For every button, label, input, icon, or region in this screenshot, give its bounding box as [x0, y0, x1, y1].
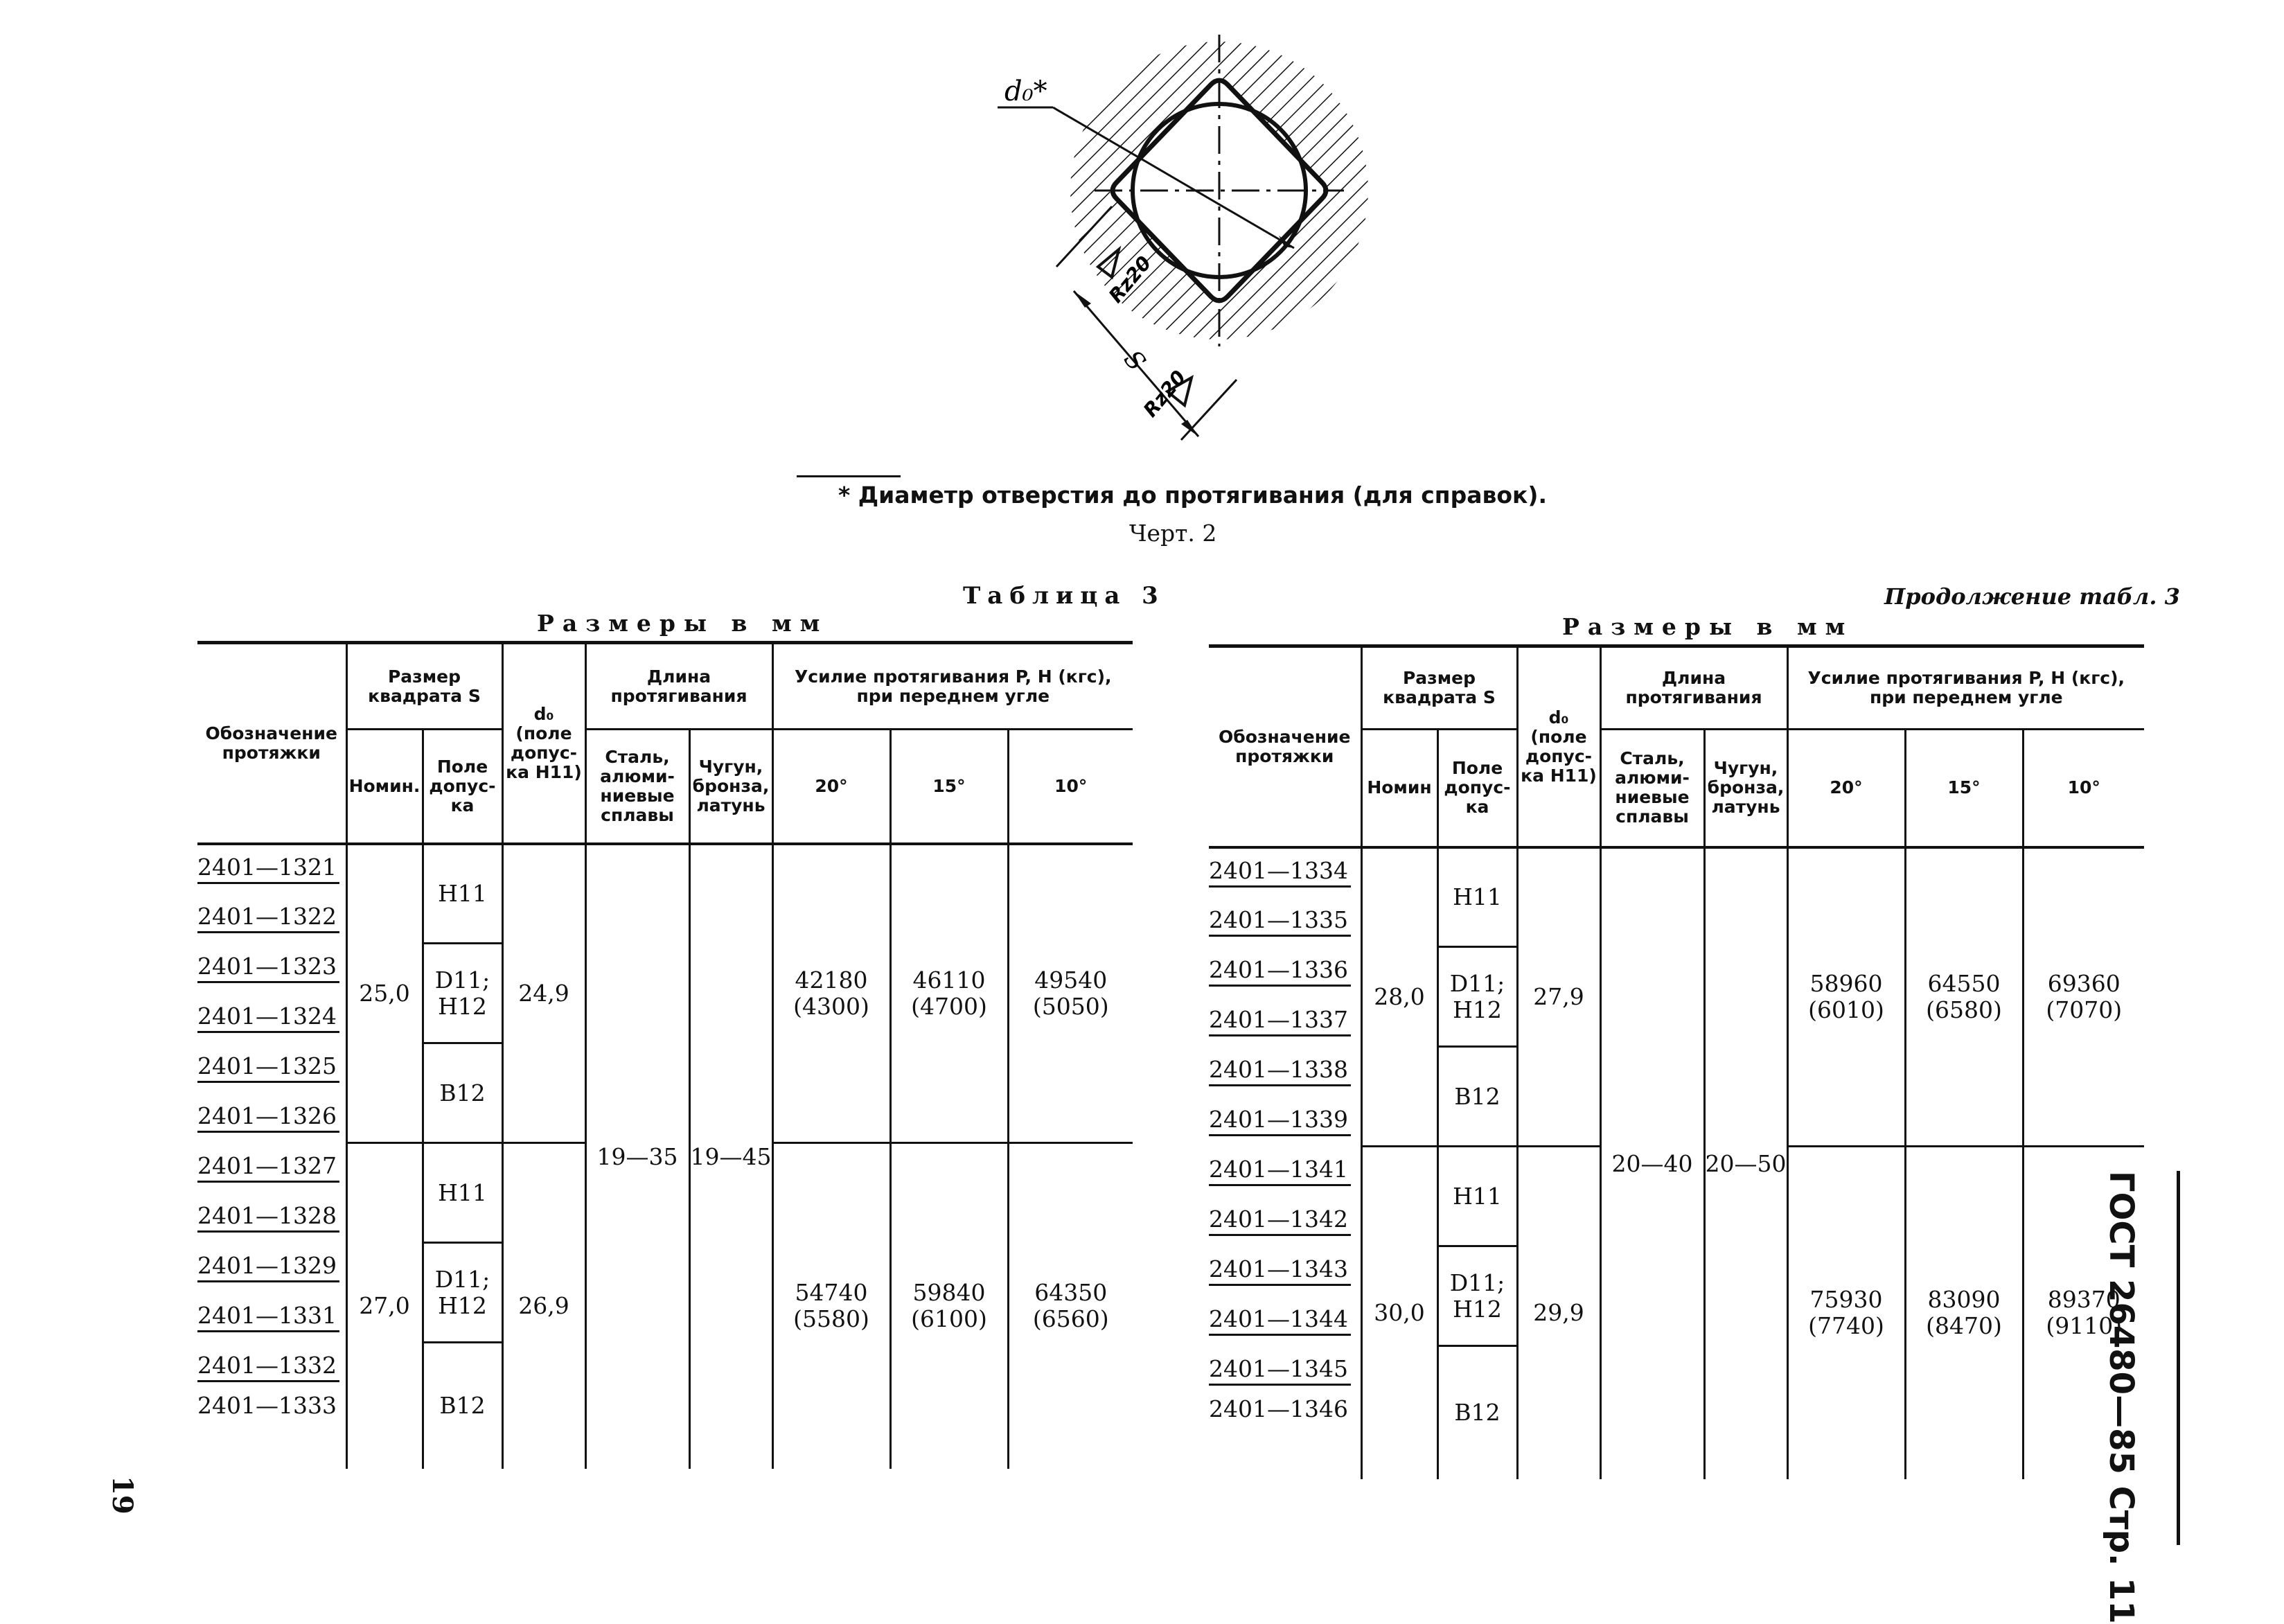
footnote-rule	[797, 475, 901, 477]
table-3-right: Обозначение протяжки Размер квадрата S d…	[1209, 644, 2145, 1479]
header-iron: Чугун, бронза, латунь	[688, 728, 772, 844]
force-20-cell: 58960(6010)	[1786, 845, 1905, 1147]
tolerance-cell: D11; H12	[421, 942, 502, 1043]
continuation-label: Продолжение табл. 3	[1884, 583, 2180, 610]
standard-header-rule	[2177, 1171, 2180, 1545]
header-angle-15: 15°	[889, 728, 1008, 844]
table-row: 2401—1322	[197, 894, 346, 944]
force-10-cell: 49540(5050)	[1007, 842, 1133, 1143]
header-iron: Чугун, бронза, латунь	[1703, 728, 1787, 847]
tolerance-cell: H11	[421, 1142, 502, 1243]
header-force: Усилие протягивания P, Н (кгс), при пере…	[771, 641, 1133, 730]
d0-label: d₀*	[1004, 76, 1047, 107]
header-designation: Обозначение протяжки	[197, 641, 346, 844]
table-row: 2401—1341	[1209, 1147, 1361, 1197]
length-steel-cell: 19—35	[584, 842, 689, 1469]
footnote: * Диаметр отверстия до протягивания (для…	[838, 482, 1548, 509]
d0-cell: 29,9	[1516, 1145, 1600, 1479]
tolerance-cell: D11; H12	[421, 1242, 502, 1343]
force-10-cell: 64350(6560)	[1007, 1142, 1133, 1469]
force-15-cell: 59840(6100)	[889, 1142, 1008, 1469]
header-length: Длина протягивания	[584, 641, 772, 730]
force-20-cell: 42180(4300)	[771, 842, 890, 1143]
tolerance-cell: D11; H12	[1436, 946, 1517, 1047]
table-row: 2401—1333	[197, 1392, 337, 1419]
header-d0: d₀ (поле допус-ка H11)	[501, 641, 585, 844]
header-steel: Сталь, алюми-ниевые сплавы	[584, 728, 689, 844]
nominal-cell: 28,0	[1360, 845, 1437, 1147]
table-row: 2401—1325	[197, 1043, 346, 1093]
force-15-cell: 83090(8470)	[1904, 1145, 2023, 1479]
tolerance-cell: B12	[421, 1341, 502, 1469]
table-row: 2401—1345	[1209, 1346, 1361, 1396]
table-label: Таблица 3	[963, 582, 1165, 610]
table-row: 2401—1331	[197, 1293, 346, 1343]
nominal-cell: 25,0	[345, 842, 423, 1143]
table-row: 2401—1328	[197, 1193, 346, 1243]
length-iron-cell: 20—50	[1703, 845, 1787, 1479]
header-length: Длина протягивания	[1599, 644, 1787, 730]
table-row: 2401—1342	[1209, 1197, 1361, 1246]
header-angle-15: 15°	[1904, 728, 2023, 847]
table-row: 2401—1343	[1209, 1246, 1361, 1296]
nominal-cell: 27,0	[345, 1142, 423, 1469]
header-designation: Обозначение протяжки	[1209, 644, 1361, 847]
table-row: 2401—1321	[197, 842, 346, 894]
table-row: 2401—1344	[1209, 1296, 1361, 1346]
hatched-material	[1070, 42, 1368, 339]
force-20-cell: 54740(5580)	[771, 1142, 890, 1469]
table-row: 2401—1329	[197, 1243, 346, 1293]
table-row: 2401—1335	[1209, 897, 1361, 947]
units-right: Размеры в мм	[1562, 613, 1854, 640]
header-nominal: Номин	[1360, 728, 1437, 847]
header-force: Усилие протягивания P, Н (кгс), при пере…	[1786, 644, 2145, 730]
table-3-left: Обозначение протяжки Размер квадрата S d…	[197, 641, 1133, 1469]
tolerance-cell: H11	[1436, 845, 1517, 947]
standard-header: ГОСТ 26480—85 Стр. 11	[2102, 1171, 2141, 1624]
length-steel-cell: 20—40	[1599, 845, 1704, 1479]
table-row: 2401—1346	[1209, 1395, 1348, 1422]
force-15-cell: 64550(6580)	[1904, 845, 2023, 1147]
d0-cell: 26,9	[501, 1142, 585, 1469]
header-angle-20: 20°	[771, 728, 890, 844]
table-row: 2401—1339	[1209, 1097, 1361, 1147]
tolerance-cell: H11	[1436, 1145, 1517, 1246]
table-row: 2401—1338	[1209, 1047, 1361, 1097]
d0-cell: 24,9	[501, 842, 585, 1143]
header-angle-20: 20°	[1786, 728, 1905, 847]
force-20-cell: 75930(7740)	[1786, 1145, 1905, 1479]
table-row: 2401—1327	[197, 1143, 346, 1193]
table-row: 2401—1337	[1209, 997, 1361, 1047]
square-hole-drawing: d₀* S Rz20 Rz20	[998, 35, 1368, 441]
units-left: Размеры в мм	[537, 610, 829, 637]
header-tolerance: Поле допус-ка	[421, 728, 502, 844]
tolerance-cell: B12	[1436, 1345, 1517, 1479]
force-10-cell: 69360(7070)	[2021, 845, 2145, 1147]
nominal-cell: 30,0	[1360, 1145, 1437, 1479]
header-nominal: Номин.	[345, 728, 423, 844]
tolerance-cell: B12	[1436, 1045, 1517, 1147]
figure-caption: Черт. 2	[1129, 520, 1217, 547]
table-row: 2401—1323	[197, 944, 346, 994]
force-15-cell: 46110(4700)	[889, 842, 1008, 1143]
header-square-size: Размер квадрата S	[1360, 644, 1517, 730]
header-angle-10: 10°	[2021, 728, 2145, 847]
table-row: 2401—1336	[1209, 947, 1361, 997]
header-d0: d₀ (поле допус-ка H11)	[1516, 644, 1600, 847]
header-square-size: Размер квадрата S	[345, 641, 502, 730]
table-row: 2401—1326	[197, 1093, 346, 1143]
length-iron-cell: 19—45	[688, 842, 772, 1469]
page-number: 19	[106, 1476, 139, 1515]
table-row: 2401—1334	[1209, 845, 1361, 897]
tolerance-cell: D11; H12	[1436, 1245, 1517, 1346]
header-angle-10: 10°	[1007, 728, 1133, 844]
force-10-cell: 89370(9110)	[2021, 1145, 2145, 1479]
table-row: 2401—1332	[197, 1343, 346, 1393]
d0-cell: 27,9	[1516, 845, 1600, 1147]
header-steel: Сталь, алюми-ниевые сплавы	[1599, 728, 1704, 847]
tolerance-cell: B12	[421, 1042, 502, 1143]
table-row: 2401—1324	[197, 994, 346, 1043]
header-tolerance: Поле допус-ка	[1436, 728, 1517, 847]
tolerance-cell: H11	[421, 842, 502, 944]
